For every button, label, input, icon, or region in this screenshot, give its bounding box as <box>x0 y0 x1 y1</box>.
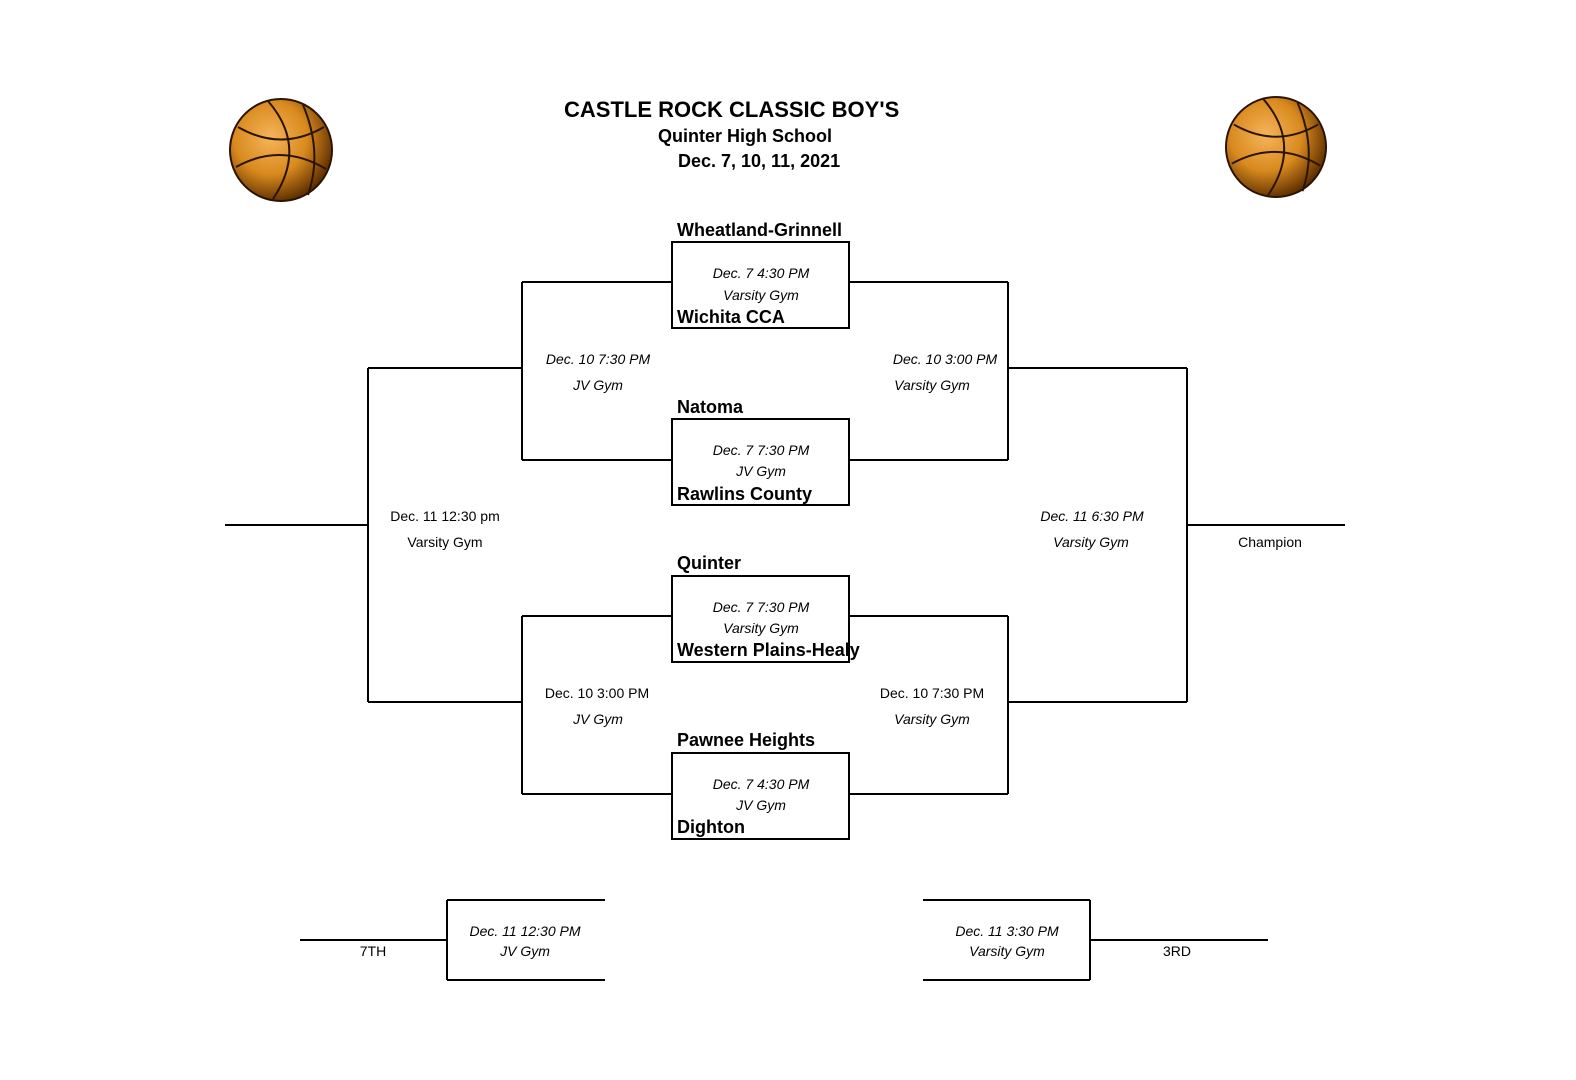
game-venue: JV Gym <box>573 377 623 393</box>
game-date: Dec. 11 12:30 PM <box>469 923 581 939</box>
game-venue: Varsity Gym <box>723 620 799 636</box>
team-name: Quinter <box>677 553 742 573</box>
game-date: Dec. 10 7:30 PM <box>545 351 651 367</box>
team-name: Pawnee Heights <box>677 730 816 750</box>
basketball-icon <box>1224 95 1328 199</box>
game-date: Dec. 10 3:00 PM <box>544 685 650 701</box>
game-date: Dec. 11 6:30 PM <box>1040 508 1144 524</box>
game-venue: JV Gym <box>573 711 623 727</box>
game-venue: JV Gym <box>736 463 786 479</box>
champion-label: Champion <box>1238 534 1302 550</box>
game-box-1 <box>671 241 850 329</box>
school-name: Quinter High School <box>658 126 832 146</box>
team-name: Dighton <box>677 817 745 837</box>
basketball-icon <box>229 98 333 202</box>
game-venue: Varsity Gym <box>969 943 1045 959</box>
game-date: Dec. 7 7:30 PM <box>712 599 810 615</box>
team-name: Wichita CCA <box>677 307 785 327</box>
game-box-3 <box>671 575 850 663</box>
seventh-place-label: 7TH <box>359 943 387 959</box>
game-date: Dec. 10 3:00 PM <box>892 351 998 367</box>
game-date: Dec. 11 3:30 PM <box>955 923 1059 939</box>
game-venue: Varsity Gym <box>407 534 483 550</box>
team-name: Natoma <box>677 397 744 417</box>
game-date: Dec. 7 7:30 PM <box>712 442 810 458</box>
team-name: Western Plains-Healy <box>677 640 860 660</box>
team-name: Wheatland-Grinnell <box>677 220 843 240</box>
game-venue: JV Gym <box>500 943 550 959</box>
page-title: CASTLE ROCK CLASSIC BOY'S <box>564 97 900 122</box>
game-venue: Varsity Gym <box>723 287 799 303</box>
game-venue: Varsity Gym <box>894 711 970 727</box>
team-name: Rawlins County <box>677 484 813 504</box>
third-place-label: 3RD <box>1162 943 1192 959</box>
game-venue: JV Gym <box>736 797 786 813</box>
game-venue: Varsity Gym <box>1053 534 1129 550</box>
game-date: Dec. 7 4:30 PM <box>712 776 810 792</box>
game-date: Dec. 11 12:30 pm <box>390 508 500 524</box>
game-venue: Varsity Gym <box>894 377 970 393</box>
game-box-2 <box>671 418 850 506</box>
game-box-4 <box>671 752 850 840</box>
game-date: Dec. 10 7:30 PM <box>879 685 985 701</box>
game-date: Dec. 7 4:30 PM <box>712 265 810 281</box>
tournament-dates: Dec. 7, 10, 11, 2021 <box>678 151 841 171</box>
